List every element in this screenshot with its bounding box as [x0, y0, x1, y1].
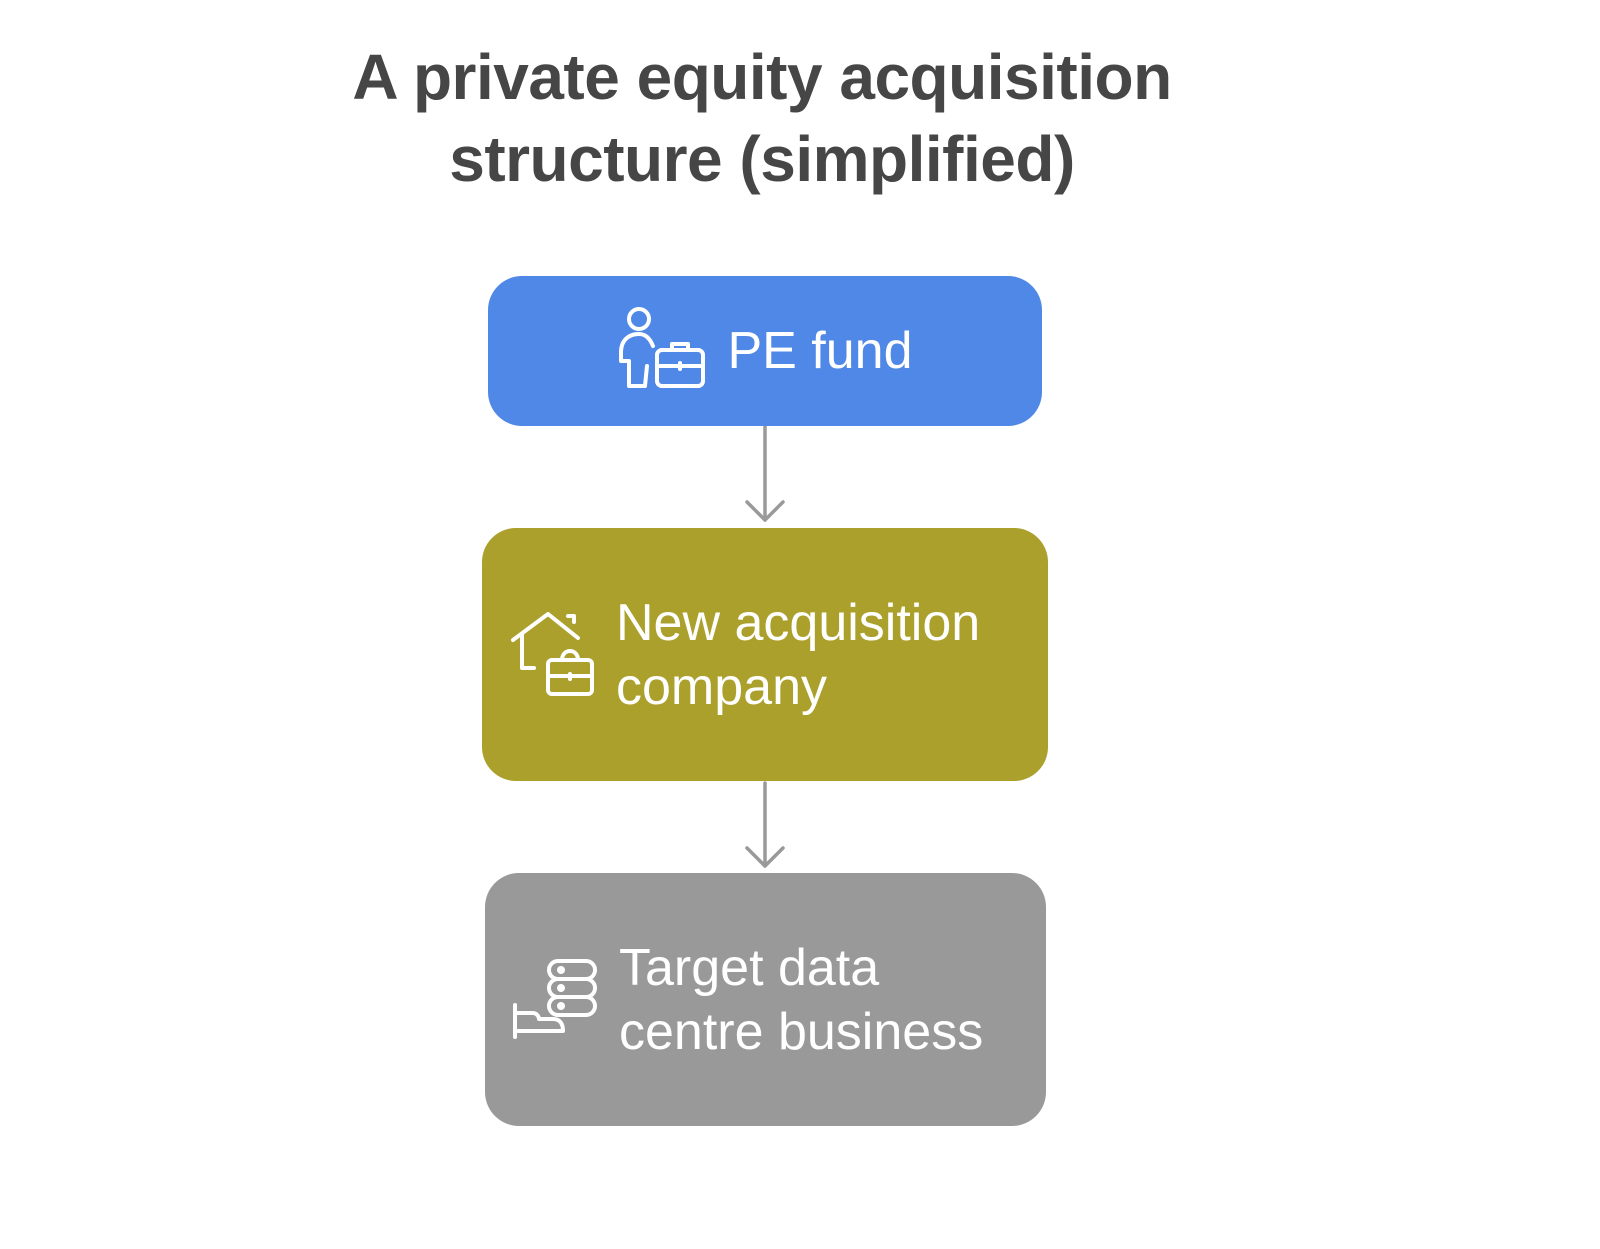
- investor-briefcase-icon: [619, 307, 706, 388]
- title-line-2: structure (simplified): [449, 123, 1075, 195]
- arrow-acquisition-to-target: [745, 781, 785, 868]
- hand-database-icon: [513, 958, 597, 1039]
- node-label: Target data centre business: [619, 936, 983, 1064]
- node-label-line-2: company: [616, 657, 827, 716]
- node-label: PE fund: [727, 322, 913, 380]
- node-label-line-1: New acquisition: [616, 593, 981, 652]
- title-line-1: A private equity acquisition: [352, 41, 1172, 113]
- diagram-title: A private equity acquisition structure (…: [262, 36, 1262, 200]
- node-label-line-1: Target data: [619, 938, 880, 997]
- node-label: New acquisition company: [616, 591, 980, 719]
- arrow-pe-to-acquisition: [745, 424, 785, 522]
- node-label-line-2: centre business: [619, 1002, 984, 1061]
- node-target-data-centre-business: Target data centre business: [485, 873, 1046, 1126]
- node-pe-fund: PE fund: [488, 276, 1042, 426]
- house-briefcase-icon: [511, 611, 594, 696]
- node-new-acquisition-company: New acquisition company: [482, 528, 1048, 781]
